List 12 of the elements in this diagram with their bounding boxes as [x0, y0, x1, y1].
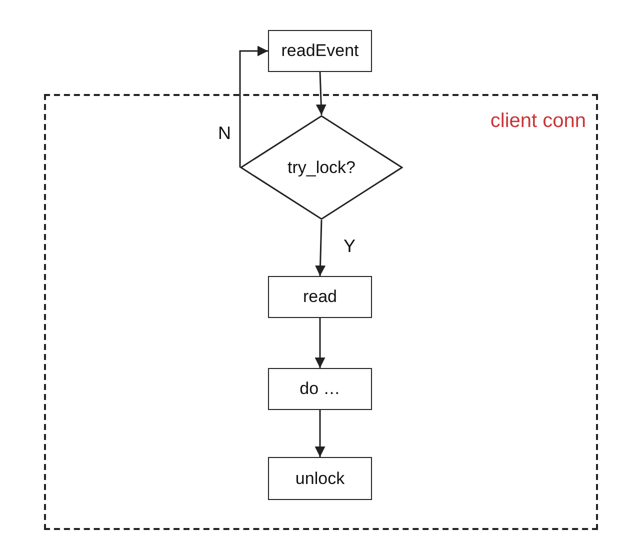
arrow: [314, 410, 326, 457]
process-box: readEvent: [268, 30, 372, 72]
group-label: client conn: [490, 110, 586, 133]
process-box: unlock: [268, 457, 372, 500]
decision-text: try_lock?: [287, 158, 356, 178]
process-box: read: [268, 276, 372, 318]
arrow: [316, 72, 326, 116]
arrow: [239, 46, 268, 168]
dashed-boundary: [44, 94, 598, 530]
arrow: [314, 318, 326, 368]
arrow: [315, 220, 326, 276]
process-box: do …: [268, 368, 372, 410]
